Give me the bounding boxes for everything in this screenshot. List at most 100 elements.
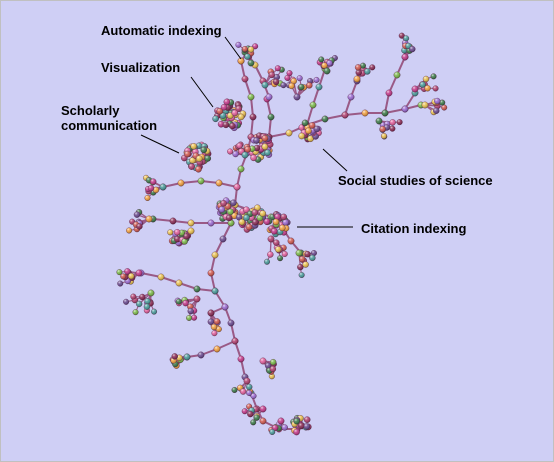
network-node xyxy=(207,219,215,227)
network-node xyxy=(215,179,223,187)
network-node xyxy=(221,303,229,311)
network-node xyxy=(215,326,222,333)
network-node xyxy=(354,64,362,71)
network-node xyxy=(171,353,178,360)
network-node xyxy=(313,76,320,83)
network-node xyxy=(177,179,185,187)
network-node xyxy=(272,218,280,226)
network-node xyxy=(347,93,355,101)
network-node xyxy=(318,56,325,63)
network-node xyxy=(252,218,259,226)
network-node xyxy=(219,235,227,243)
network-node xyxy=(321,115,329,123)
network-node xyxy=(188,163,195,170)
network-node xyxy=(401,53,409,61)
network-node xyxy=(247,59,255,67)
network-node xyxy=(144,298,151,305)
network-node xyxy=(222,121,230,129)
network-node xyxy=(120,273,127,280)
network-node xyxy=(298,272,305,279)
network-node xyxy=(157,273,165,281)
network-node xyxy=(268,373,275,380)
network-node xyxy=(147,289,155,297)
network-node xyxy=(261,143,269,151)
network-node xyxy=(268,71,275,79)
network-node xyxy=(259,210,267,217)
network-node xyxy=(393,71,401,79)
network-node xyxy=(220,103,228,111)
network-node xyxy=(193,285,201,293)
network-node xyxy=(211,287,219,295)
network-node xyxy=(364,68,371,75)
network-node xyxy=(273,239,280,246)
network-node xyxy=(244,53,251,60)
network-node xyxy=(441,104,448,111)
network-node xyxy=(116,269,123,276)
network-node xyxy=(419,81,426,88)
network-node xyxy=(293,428,300,436)
network-node xyxy=(284,74,291,81)
network-node xyxy=(389,125,396,132)
network-node xyxy=(281,424,288,431)
network-node xyxy=(187,219,195,227)
network-node xyxy=(301,119,309,127)
label-citation-indexing: Citation indexing xyxy=(361,221,467,236)
network-node xyxy=(135,269,143,277)
network-node xyxy=(270,227,278,235)
network-node xyxy=(298,255,306,263)
network-node xyxy=(195,165,202,173)
network-node xyxy=(396,119,403,126)
network-node xyxy=(250,392,257,399)
network-node xyxy=(225,214,233,222)
network-node xyxy=(401,105,409,113)
network-node xyxy=(302,261,309,268)
network-node xyxy=(186,314,193,321)
network-node xyxy=(207,318,215,325)
network-node xyxy=(229,122,236,130)
network-node xyxy=(159,183,167,191)
network-node xyxy=(379,125,386,133)
network-node xyxy=(227,148,234,155)
label-visualization: Visualization xyxy=(101,60,181,75)
label-automatic-indexing: Automatic indexing xyxy=(101,23,222,38)
label-scholarly-line1: Scholarly xyxy=(61,103,120,118)
network-node xyxy=(326,59,333,67)
network-node xyxy=(218,206,226,213)
network-node xyxy=(230,199,237,207)
network-node xyxy=(381,109,389,117)
network-node xyxy=(241,75,249,83)
network-node xyxy=(385,89,393,97)
network-node xyxy=(275,246,282,253)
network-node xyxy=(253,414,260,421)
network-node xyxy=(263,218,271,225)
network-node xyxy=(126,227,133,234)
network-node xyxy=(207,309,215,317)
network-node xyxy=(200,146,208,154)
network-node xyxy=(269,365,277,373)
label-scholarly-line2: communication xyxy=(61,118,158,133)
network-node xyxy=(233,183,241,191)
network-node xyxy=(213,345,221,353)
network-node xyxy=(204,155,212,162)
network-node xyxy=(252,43,259,50)
network-node xyxy=(433,107,440,115)
label-leader-lines xyxy=(140,36,353,228)
network-node xyxy=(434,97,441,105)
network-node xyxy=(293,417,300,425)
network-node xyxy=(288,82,295,90)
network-node xyxy=(359,62,366,69)
network-node xyxy=(247,93,255,101)
network-node xyxy=(280,82,287,89)
network-node xyxy=(389,119,396,126)
network-node xyxy=(139,293,146,301)
network-node xyxy=(264,362,272,369)
network-node xyxy=(341,111,349,119)
network-node xyxy=(309,254,316,262)
network-node xyxy=(231,109,239,117)
network-node xyxy=(253,137,260,144)
network-node xyxy=(241,408,248,415)
network-node xyxy=(238,218,246,226)
network-node xyxy=(247,410,254,418)
network-node xyxy=(133,211,141,218)
